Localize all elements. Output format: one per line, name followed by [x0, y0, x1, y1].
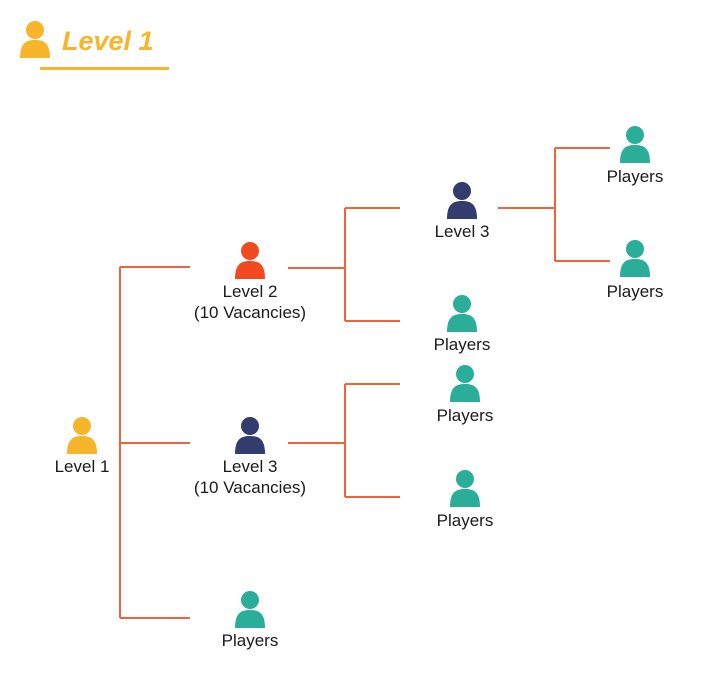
players-node-top-1-label: Players	[607, 166, 664, 187]
node-label-line: Level 1	[54, 457, 110, 476]
players-person-icon	[620, 240, 650, 277]
node-label-line: Players	[433, 335, 491, 354]
level3-person-icon	[447, 182, 477, 219]
level2-node-label: Level 2 (10 Vacancies)	[194, 281, 306, 323]
level3-node-b-label: Level 3	[435, 221, 490, 242]
node-label-line: Players	[221, 631, 279, 650]
players-node-l3a-2-label: Players	[437, 510, 494, 531]
level3-person-icon	[235, 417, 265, 454]
page-title: Level 1	[62, 26, 154, 56]
players-node-l2-label: Players	[434, 334, 491, 355]
level3-node-a-label: Level 3 (10 Vacancies)	[194, 456, 306, 498]
node-label-line: Players	[606, 282, 664, 301]
node-label-line: Players	[436, 406, 494, 425]
node-label-line: Players	[436, 511, 494, 530]
players-person-icon	[450, 365, 480, 402]
level1-root-label: Level 1	[55, 456, 110, 477]
title-underline	[40, 67, 169, 70]
node-label-line: Players	[606, 167, 664, 186]
players-person-icon	[235, 591, 265, 628]
node-label-line: Level 3	[222, 457, 278, 476]
players-person-icon	[450, 470, 480, 507]
person-icon	[20, 21, 50, 58]
node-label-line: (10 Vacancies)	[193, 478, 307, 497]
players-node-l3a-1-label: Players	[437, 405, 494, 426]
level1-person-icon	[67, 417, 97, 454]
players-person-icon	[620, 126, 650, 163]
node-label-line: (10 Vacancies)	[193, 303, 307, 322]
node-label-line: Level 2	[222, 282, 278, 301]
node-label-line: Level 3	[434, 222, 490, 241]
players-node-top-2-label: Players	[607, 281, 664, 302]
players-node-root-label: Players	[222, 630, 279, 651]
level2-person-icon	[235, 242, 265, 279]
players-person-icon	[447, 295, 477, 332]
